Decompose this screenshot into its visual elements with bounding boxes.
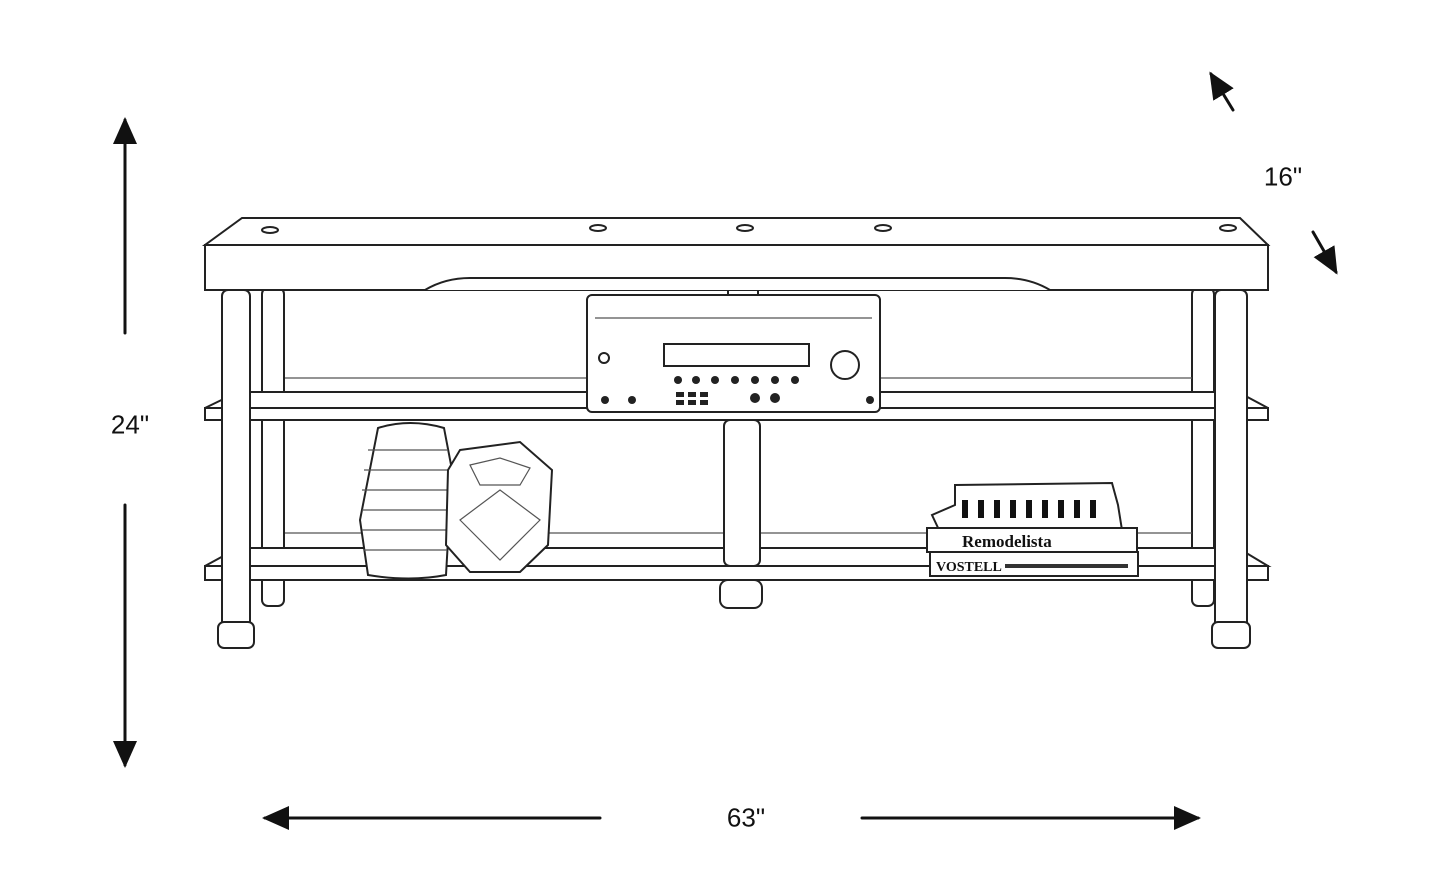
ribbed-vase <box>358 422 454 580</box>
book-title-remodelista: Remodelista <box>962 532 1052 551</box>
depth-dimension-arrow <box>1209 71 1338 275</box>
depth-label: 16" <box>1263 161 1303 192</box>
front-legs <box>217 289 1251 649</box>
top-slab <box>201 217 1271 291</box>
av-receiver <box>586 294 881 413</box>
geometric-decor <box>444 440 554 573</box>
book-stack: Remodelista VOSTELL <box>926 481 1139 577</box>
book-title-vostell: VOSTELL <box>936 560 1002 575</box>
width-label: 63" <box>726 802 766 833</box>
height-label: 24" <box>110 409 150 440</box>
